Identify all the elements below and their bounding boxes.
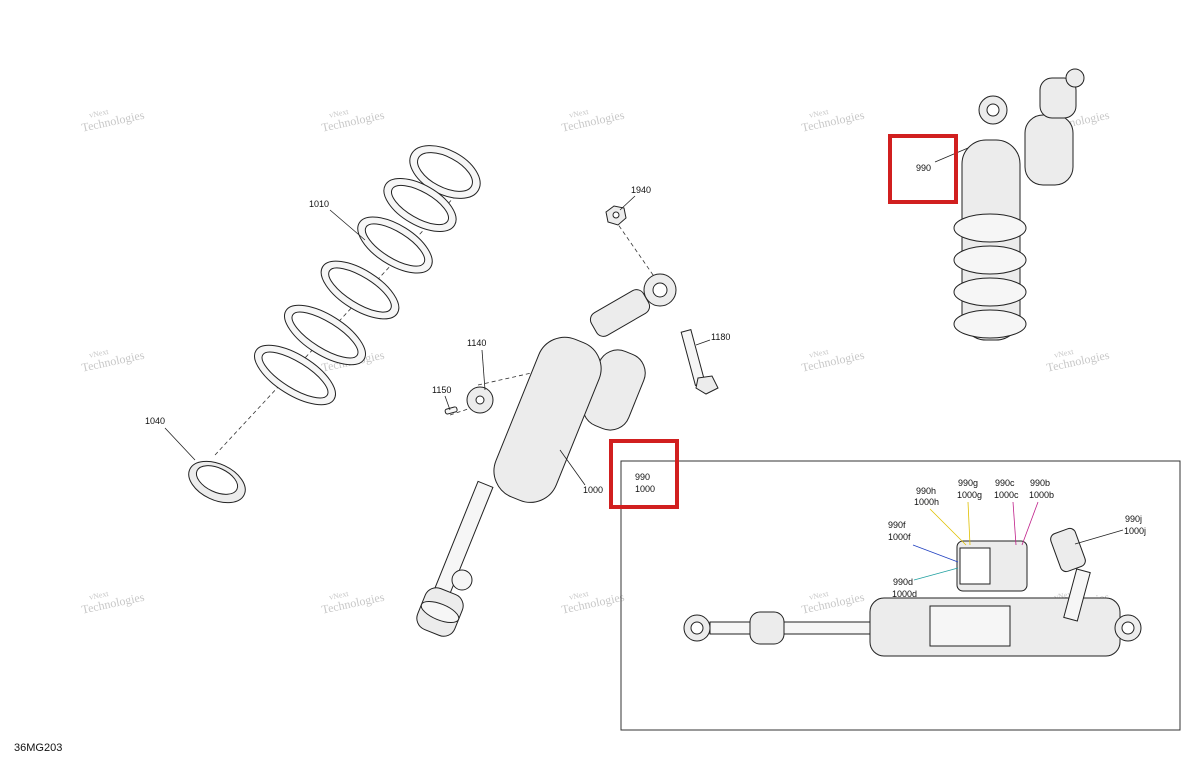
- svg-text:vNext: vNext: [88, 107, 110, 120]
- callout-1010[interactable]: 1010: [309, 199, 329, 209]
- callout-990j[interactable]: 990j: [1125, 514, 1142, 524]
- watermark: vNext Technologies: [560, 589, 626, 617]
- watermark: vNext Technologies: [80, 107, 146, 135]
- bolt-1180[interactable]: [680, 329, 719, 395]
- diagram-code: 36MG203: [14, 742, 63, 754]
- svg-text:vNext: vNext: [568, 107, 590, 120]
- coil-spring[interactable]: [214, 135, 489, 456]
- callout-1000d[interactable]: 1000d: [892, 589, 917, 599]
- leader-lines: [164, 147, 969, 486]
- callout-1150[interactable]: 1150: [432, 385, 451, 395]
- svg-text:vNext: vNext: [88, 347, 110, 360]
- watermark: vNext Technologies: [560, 107, 626, 135]
- callout-1000h[interactable]: 1000h: [914, 497, 939, 507]
- inset-callout-990[interactable]: 990: [635, 472, 650, 482]
- svg-text:vNext: vNext: [808, 107, 830, 120]
- callout-990b[interactable]: 990b: [1030, 478, 1050, 488]
- svg-text:vNext: vNext: [1053, 347, 1075, 360]
- nut-1940[interactable]: [605, 205, 627, 226]
- svg-text:vNext: vNext: [328, 107, 350, 120]
- detail-leader-lines: [912, 501, 1124, 581]
- callout-1000f[interactable]: 1000f: [888, 532, 911, 542]
- callout-1000c[interactable]: 1000c: [994, 490, 1019, 500]
- screw-1150[interactable]: [444, 406, 458, 415]
- watermark: vNext Technologies: [80, 347, 146, 375]
- assembled-shock[interactable]: [953, 68, 1085, 341]
- callout-1180[interactable]: 1180: [711, 332, 730, 342]
- callout-990[interactable]: 990: [916, 163, 931, 173]
- svg-text:vNext: vNext: [808, 589, 830, 602]
- callout-990c[interactable]: 990c: [995, 478, 1015, 488]
- watermark: vNext Technologies: [800, 589, 866, 617]
- callout-990d[interactable]: 990d: [893, 577, 913, 587]
- callout-1140[interactable]: 1140: [467, 338, 486, 348]
- callout-1040[interactable]: 1040: [145, 416, 165, 426]
- callout-1000j[interactable]: 1000j: [1124, 526, 1146, 536]
- svg-text:vNext: vNext: [568, 589, 590, 602]
- callout-1940[interactable]: 1940: [631, 185, 651, 195]
- callout-1000g[interactable]: 1000g: [957, 490, 982, 500]
- callout-990f[interactable]: 990f: [888, 520, 906, 530]
- shock-absorber[interactable]: [413, 219, 677, 640]
- watermark: vNext Technologies: [800, 107, 866, 135]
- inset-callout-1000[interactable]: 1000: [635, 484, 655, 494]
- callout-1000b[interactable]: 1000b: [1029, 490, 1054, 500]
- callout-990g[interactable]: 990g: [958, 478, 978, 488]
- watermark: vNext Technologies: [80, 589, 146, 617]
- detail-callouts: 990h 1000h 990g 1000g 990c 1000c 990b 10…: [888, 478, 1146, 599]
- adjuster-knob-1140[interactable]: [466, 386, 494, 414]
- callout-labels: 1010 1040 1940 1140 1150 1180 1000 990: [145, 163, 931, 495]
- detail-shock[interactable]: [683, 527, 1142, 657]
- spring-retainer-ring[interactable]: [182, 453, 252, 511]
- highlight-box-990-1000: [609, 439, 679, 509]
- detail-inset-frame: [620, 460, 1181, 731]
- callout-1000[interactable]: 1000: [583, 485, 603, 495]
- svg-text:vNext: vNext: [808, 347, 830, 360]
- highlight-box-990: [888, 134, 958, 204]
- callout-990h[interactable]: 990h: [916, 486, 936, 496]
- watermark: vNext Technologies: [320, 107, 386, 135]
- watermark: vNext Technologies: [1045, 347, 1111, 375]
- svg-text:vNext: vNext: [88, 589, 110, 602]
- watermark: vNext Technologies: [320, 589, 386, 617]
- watermark: vNext Technologies: [800, 347, 866, 375]
- svg-text:vNext: vNext: [328, 589, 350, 602]
